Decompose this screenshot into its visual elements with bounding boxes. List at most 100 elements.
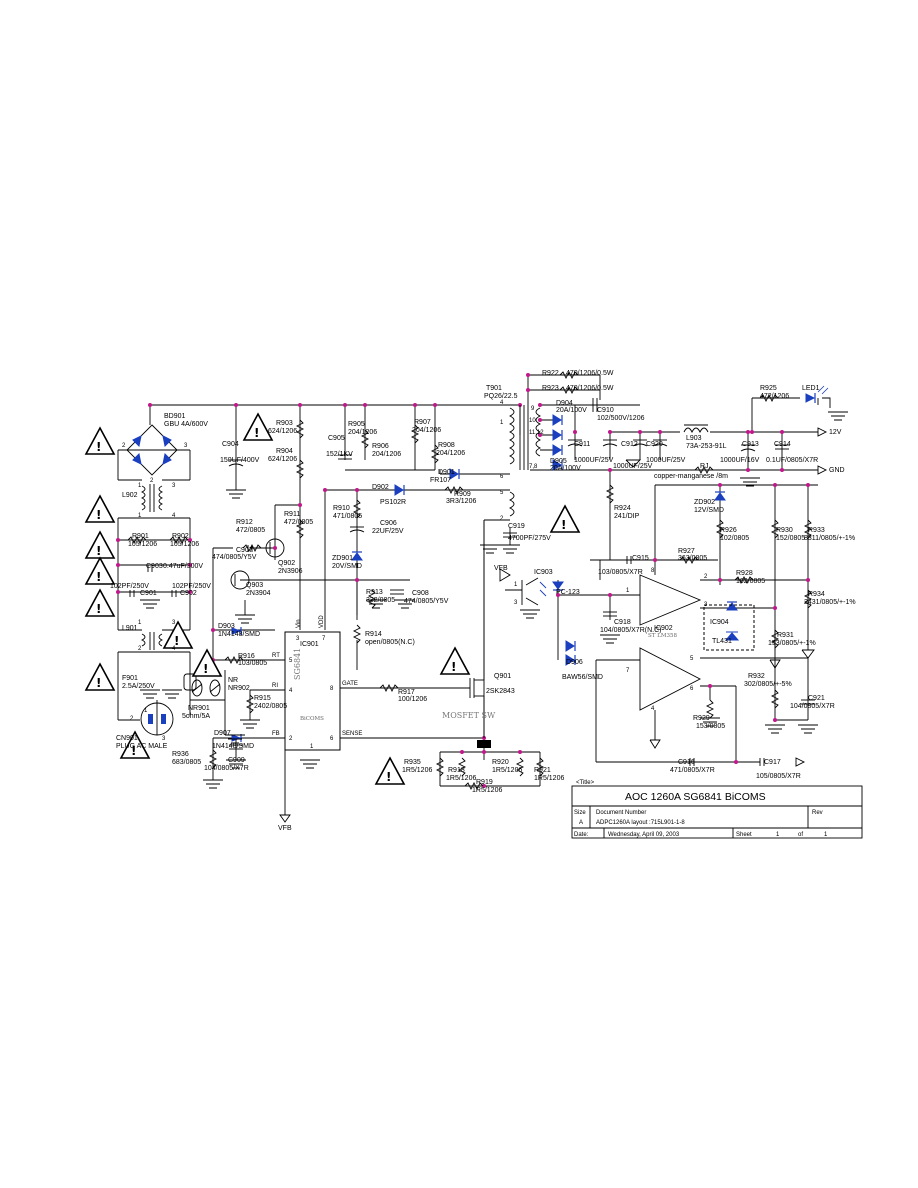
label-d904: D904 — [556, 400, 573, 407]
warning-icon: ! — [191, 648, 223, 677]
label-r908: R908 — [438, 442, 455, 449]
label-pin: 3 — [704, 602, 708, 608]
label-r929-v: 153/0805 — [696, 723, 725, 730]
label-t901: T901 — [486, 385, 502, 392]
label-r911: R911 — [284, 511, 300, 518]
label-r930: R930 — [776, 527, 793, 534]
svg-text:!: ! — [174, 634, 179, 648]
svg-text:!: ! — [96, 508, 101, 522]
label-cn901: CN901 — [116, 735, 138, 742]
label-led1: LED1 — [802, 385, 820, 392]
label-c915: C915 — [632, 555, 649, 562]
label-r935: R935 — [404, 759, 421, 766]
label-pin: 8 — [651, 568, 655, 574]
label-c906-v: 22UF/25V — [372, 528, 404, 535]
label-pin: 4 — [172, 513, 176, 519]
label-r920: R920 — [492, 759, 509, 766]
label-c919: C919 — [508, 523, 525, 530]
label-zd901-v: 20V/SMD — [332, 563, 362, 570]
label-c904-v: 150UF/400V — [220, 457, 260, 464]
label-c901-v: 102PF/250V — [110, 583, 149, 590]
label-d906: D906 — [566, 659, 583, 666]
label-cn901-v: PLUG AC MALE — [116, 743, 168, 750]
label-nr: NR — [228, 677, 238, 684]
label-r932-v: 302/0805/+-5% — [744, 681, 792, 688]
label-c911-v: 1000UF/25V — [574, 457, 614, 464]
label-r910-v: 471/0805 — [333, 513, 362, 520]
optocoupler-ic903 — [505, 577, 547, 606]
svg-text:!: ! — [96, 570, 101, 584]
label-r917-v: 100/1206 — [398, 696, 427, 703]
of-value: 1 — [824, 832, 828, 838]
label-pin: 3 — [296, 636, 300, 642]
svg-text:!: ! — [96, 602, 101, 616]
label-f901: F901 — [122, 675, 138, 682]
label-c907-v: 474/0805/Y5V — [212, 554, 257, 561]
svg-text:!: ! — [131, 744, 136, 758]
label-r929: R929 — [693, 715, 710, 722]
label-c910-v: 102/500V/1206 — [597, 415, 645, 422]
label-r931-v: 153/0805/+-1% — [768, 640, 816, 647]
label-r921: R921 — [534, 767, 551, 774]
label-r904-v: 624/1206 — [268, 456, 297, 463]
label-pin: 7,8 — [529, 464, 538, 470]
label-r922-v: 470/1206/0.5W — [566, 370, 614, 377]
label-pin: 1 — [138, 620, 142, 626]
label-d904-v: 20A/100V — [556, 407, 587, 414]
title-block: <Title> AOC 1260A SG6841 BiCOMS Size A D… — [571, 780, 863, 839]
label-r909: R909 — [454, 491, 471, 498]
label-pin: 9 — [531, 406, 535, 412]
label-pin: 1 — [138, 483, 142, 489]
bridge-rectifier-bd901 — [126, 424, 178, 476]
label-nr902: NR902 — [228, 685, 250, 692]
label-c913-v: 1000UF/16V — [720, 457, 760, 464]
label-nr901: NR901 — [188, 705, 210, 712]
label-c918-v: 104/0805/X7R(N.C) — [600, 627, 661, 634]
label-pin: 2 — [500, 516, 504, 522]
label-r916: R916 — [238, 653, 255, 660]
label-r922: R922 — [542, 370, 559, 377]
label-vin: Vin — [296, 619, 302, 628]
net-vfb-left: VFB — [494, 565, 508, 572]
label-d902: D902 — [372, 484, 389, 491]
label-ic901: IC901 — [300, 641, 319, 648]
net-labels: 12V GND VFB VFB — [278, 429, 845, 832]
label-sense: SENSE — [342, 731, 362, 737]
label-r924: R924 — [614, 505, 631, 512]
label-c902: C902 — [180, 590, 197, 597]
net-12v: 12V — [829, 429, 842, 436]
label-rt: RT — [272, 653, 280, 659]
label-r918-v: 1R5/1206 — [446, 775, 476, 782]
label-ri: RI — [272, 683, 278, 689]
warning-icon: ! — [84, 588, 116, 617]
sheet-label: Sheet — [736, 832, 752, 838]
label-pin: 10 — [529, 418, 536, 424]
label-c914: C914 — [774, 441, 791, 448]
size-value: A — [579, 820, 583, 826]
label-r912-v: 472/0805 — [236, 527, 265, 534]
date-value: Wednesday, April 09, 2003 — [608, 832, 680, 838]
label-ic904-v: TL431 — [712, 638, 732, 645]
title-tag: <Title> — [576, 780, 595, 786]
label-r911-v: 472/0805 — [284, 519, 313, 526]
label-r912: R912 — [236, 519, 253, 526]
svg-text:!: ! — [451, 660, 456, 674]
label-ic902: IC902 — [654, 625, 673, 632]
svg-text:!: ! — [386, 770, 391, 784]
label-r933: R933 — [808, 527, 825, 534]
label-c906: C906 — [380, 520, 397, 527]
label-pin: 7 — [626, 668, 630, 674]
capacitors — [129, 398, 815, 766]
warning-icons: ! ! ! ! ! ! ! ! ! ! ! ! ! — [84, 412, 581, 785]
label-pin: 4 — [289, 688, 293, 694]
label-q902-v: 2N3906 — [278, 568, 303, 575]
label-c905: C905 — [328, 435, 345, 442]
label-r921-v: 1R5/1206 — [534, 775, 564, 782]
label-pin: 2 — [138, 646, 142, 652]
label-c916-v: 471/0805/X7R — [670, 767, 715, 774]
label-r910: R910 — [333, 505, 350, 512]
label-c912: C912 — [621, 441, 638, 448]
label-c915-v: 103/0805/X7R — [598, 569, 643, 576]
resistors — [127, 370, 813, 791]
label-c909: C909 — [228, 757, 245, 764]
